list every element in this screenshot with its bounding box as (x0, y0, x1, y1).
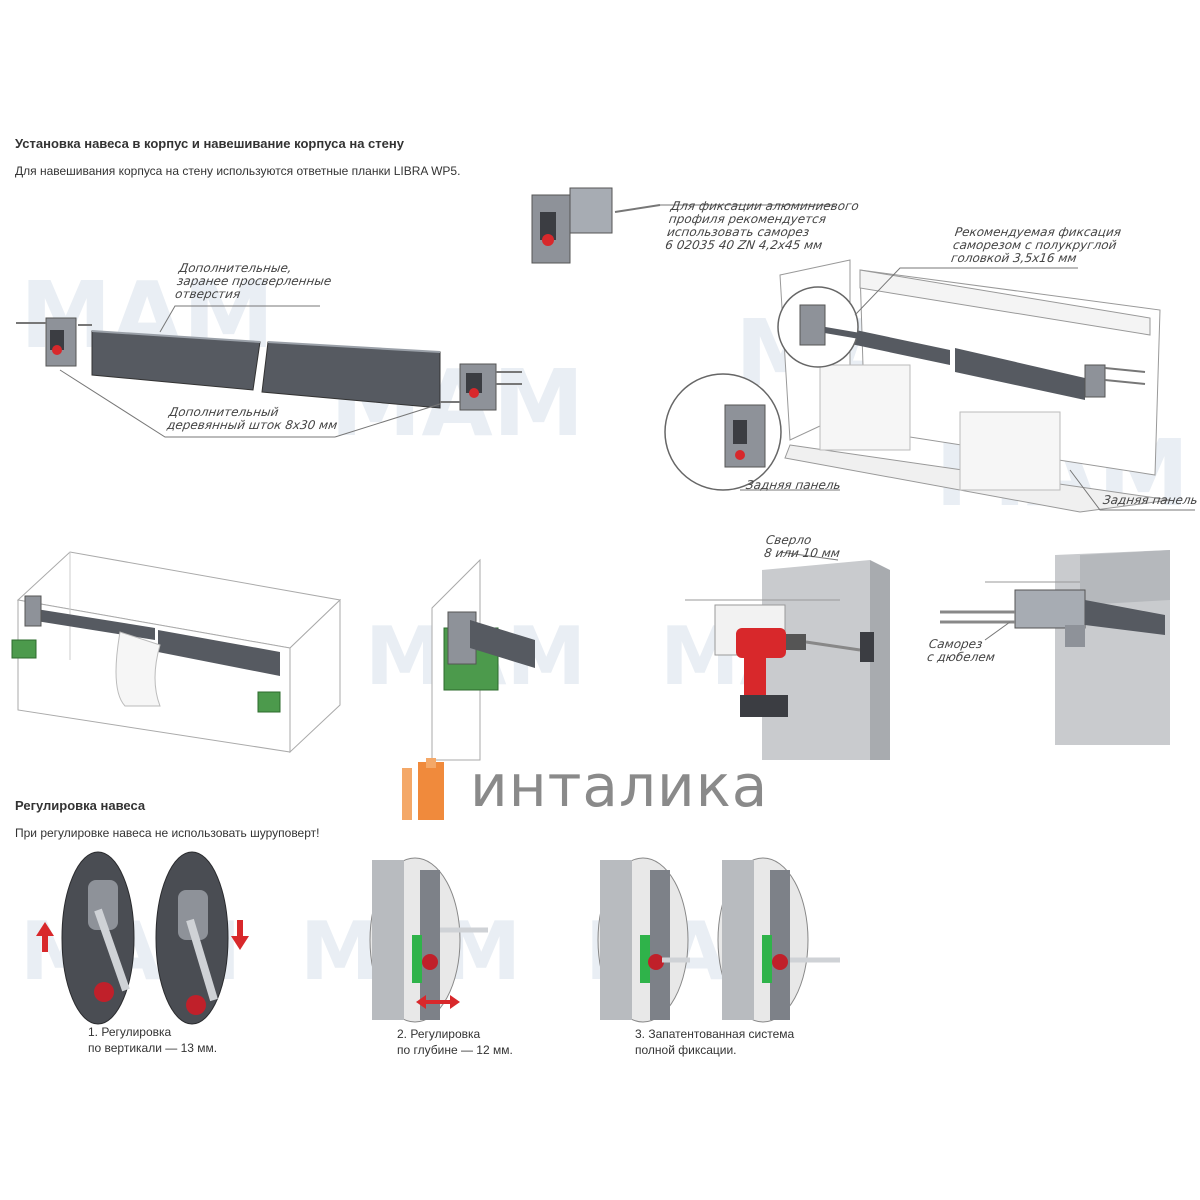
intalika-logo-icon (400, 758, 460, 822)
double-arrow-icon (416, 995, 460, 1009)
drill-icon (736, 628, 861, 717)
arrow-down-icon (231, 920, 249, 950)
bracket-closeup-icon (531, 187, 661, 264)
section2-text: При регулировке навеса не использовать ш… (15, 826, 320, 840)
section1-text: Для навешивания корпуса на стену использ… (15, 164, 461, 178)
section1-title: Установка навеса в корпус и навешивание … (15, 136, 404, 151)
intalika-logo-text: инталика (470, 752, 769, 820)
caption-vertical: 1. Регулировка по вертикали — 13 мм. (88, 1025, 218, 1055)
left-bracket-icon (16, 317, 92, 367)
caption-depth: 2. Регулировка по глубине — 12 мм. (397, 1027, 513, 1057)
section2-title: Регулировка навеса (15, 798, 146, 813)
caption-locking: 3. Запатентованная система полной фиксац… (635, 1027, 795, 1057)
arrow-up-icon (36, 922, 54, 952)
right-bracket-icon (440, 363, 522, 411)
